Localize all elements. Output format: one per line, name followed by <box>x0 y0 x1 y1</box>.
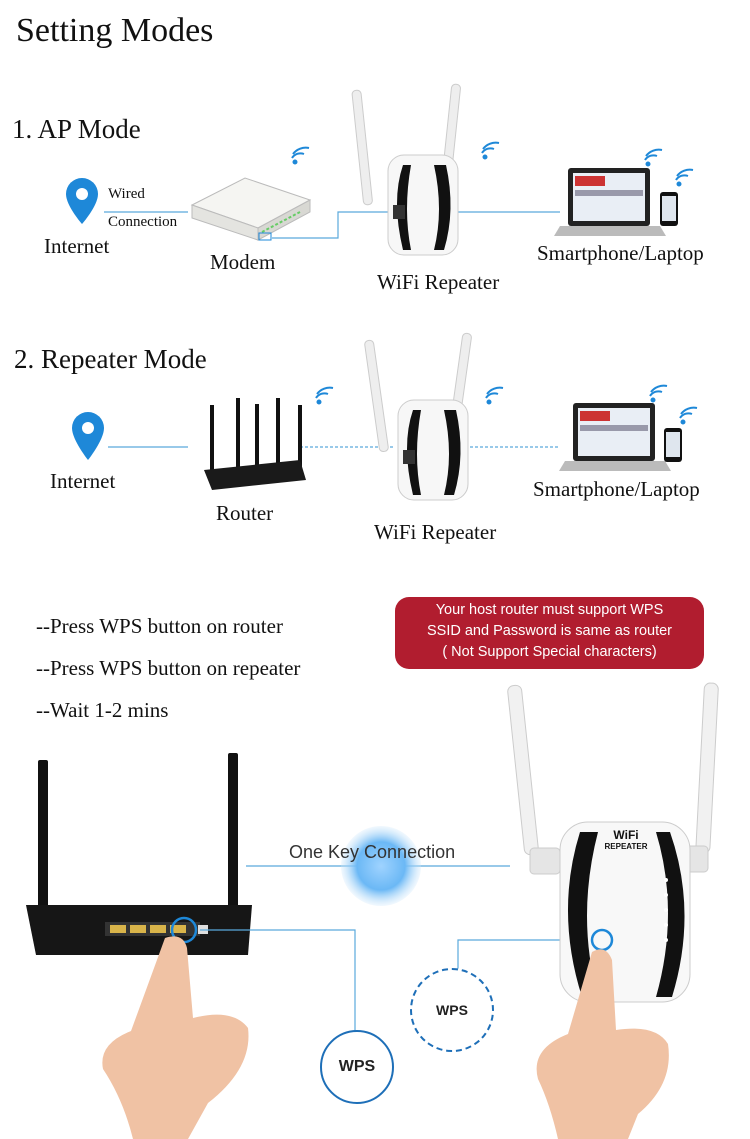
wifi-repeater-icon <box>364 332 472 501</box>
ap-mode-heading: 1. AP Mode <box>12 114 141 144</box>
location-pin-icon <box>72 412 104 460</box>
wifi-signal-icon <box>481 141 500 160</box>
wifi-signal-icon <box>675 168 694 187</box>
smartphone-icon <box>660 192 678 226</box>
wps-steps: --Press WPS button on router --Press WPS… <box>36 614 300 740</box>
laptop-icon <box>559 403 671 471</box>
one-key-connection-label: One Key Connection <box>289 842 456 862</box>
wifi-signal-icon <box>315 386 334 405</box>
wifi-signal-icon <box>644 148 663 167</box>
one-key-glow <box>341 826 421 906</box>
smartphone-icon <box>664 428 682 462</box>
wps-router-badge: WPS <box>320 1030 394 1104</box>
step-item: --Press WPS button on router <box>36 614 283 638</box>
devices-label: Smartphone/Laptop <box>533 477 700 501</box>
wifi-signal-icon <box>679 406 698 425</box>
notice-line: SSID and Password is same as router <box>427 623 672 639</box>
internet-label: Internet <box>44 234 110 258</box>
repeater-logo-wifi: WiFi <box>613 828 639 842</box>
wifi-signal-icon <box>485 386 504 405</box>
router-icon <box>26 753 252 955</box>
repeater-label: WiFi Repeater <box>377 270 500 294</box>
router-icon <box>210 398 302 475</box>
step-item: --Wait 1-2 mins <box>36 698 169 722</box>
repeater-logo-text: REPEATER <box>604 842 648 851</box>
notice-line: ( Not Support Special characters) <box>442 644 657 660</box>
internet-label: Internet <box>50 469 116 493</box>
wifi-repeater-icon <box>351 83 461 256</box>
page-title: Setting Modes <box>16 12 214 49</box>
wifi-signal-icon <box>291 146 310 165</box>
modem-label: Modem <box>210 250 276 274</box>
step-item: --Press WPS button on repeater <box>36 656 301 680</box>
wps-repeater-badge: WPS <box>410 968 494 1052</box>
pointing-hand-icon <box>536 949 669 1139</box>
modem-icon <box>190 177 312 241</box>
devices-label: Smartphone/Laptop <box>537 241 704 265</box>
repeater-mode-heading: 2. Repeater Mode <box>14 344 207 374</box>
repeater-logo: WiFi REPEATER <box>596 828 656 852</box>
pointing-hand-icon <box>102 936 249 1139</box>
connection-label: Connection <box>108 214 178 230</box>
wired-label: Wired <box>108 186 145 202</box>
notice-line: Your host router must support WPS <box>435 602 664 618</box>
router-label: Router <box>216 501 274 525</box>
location-pin-icon <box>66 178 98 224</box>
repeater-label: WiFi Repeater <box>374 520 497 544</box>
laptop-icon <box>554 168 666 236</box>
wps-notice-banner: Your host router must support WPS SSID a… <box>395 597 704 669</box>
wifi-signal-icon <box>649 384 668 403</box>
